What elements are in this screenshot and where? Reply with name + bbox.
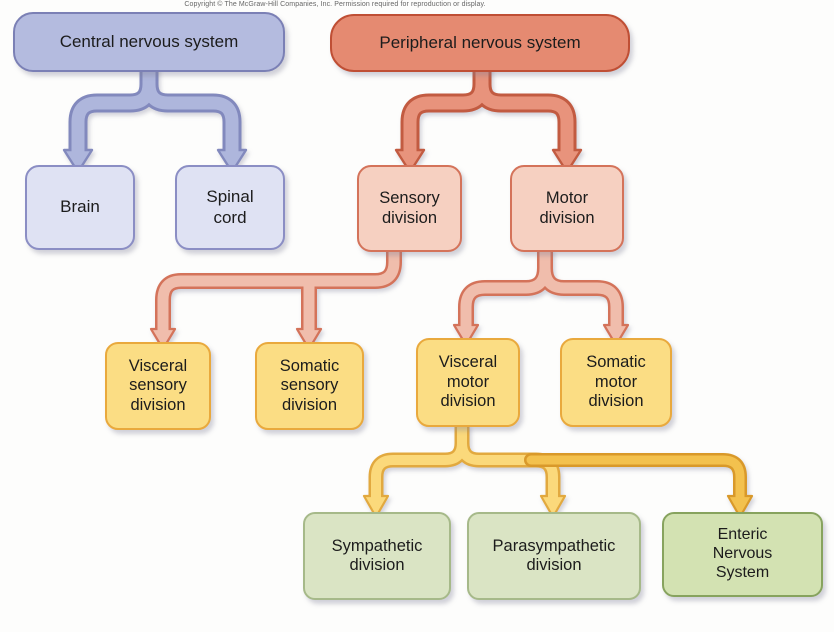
- node-label: Parasympathetic division: [492, 536, 616, 574]
- connector-to-enteric: [524, 453, 754, 519]
- node-parasympathetic-division: Parasympathetic division: [467, 512, 641, 600]
- node-central-nervous-system: Central nervous system: [13, 12, 285, 72]
- connector-sensory-to-subdivisions: [149, 246, 402, 351]
- node-label: Spinal cord: [206, 187, 254, 227]
- node-label: Peripheral nervous system: [379, 32, 581, 52]
- node-motor-division: Motor division: [510, 165, 624, 252]
- node-sensory-division: Sensory division: [357, 165, 462, 252]
- node-brain: Brain: [25, 165, 135, 250]
- node-enteric-nervous-system: Enteric Nervous System: [662, 512, 823, 597]
- node-label: Visceral sensory division: [128, 356, 188, 414]
- node-label: Central nervous system: [59, 31, 239, 51]
- connector-visceral-motor-to-autonomic: [362, 424, 567, 519]
- node-somatic-sensory-division: Somatic sensory division: [255, 342, 364, 430]
- node-label: Sympathetic division: [331, 536, 423, 574]
- node-sympathetic-division: Sympathetic division: [303, 512, 451, 600]
- node-spinal-cord: Spinal cord: [175, 165, 285, 250]
- copyright-notice: Copyright © The McGraw-Hill Companies, I…: [184, 1, 486, 8]
- connector-cns-to-brain-spinal: [62, 62, 248, 174]
- node-label: Enteric Nervous System: [712, 526, 773, 581]
- node-label: Brain: [60, 197, 100, 217]
- node-label: Somatic motor division: [586, 353, 646, 411]
- node-somatic-motor-division: Somatic motor division: [560, 338, 672, 427]
- node-visceral-sensory-division: Visceral sensory division: [105, 342, 211, 430]
- node-visceral-motor-division: Visceral motor division: [416, 338, 520, 427]
- node-label: Sensory division: [379, 189, 440, 227]
- connector-motor-to-subdivisions: [452, 248, 630, 347]
- node-label: Visceral motor division: [438, 353, 498, 411]
- node-peripheral-nervous-system: Peripheral nervous system: [330, 14, 630, 72]
- connector-pns-to-sensory-motor: [394, 62, 583, 174]
- node-label: Somatic sensory division: [279, 356, 340, 414]
- node-label: Motor division: [539, 189, 595, 227]
